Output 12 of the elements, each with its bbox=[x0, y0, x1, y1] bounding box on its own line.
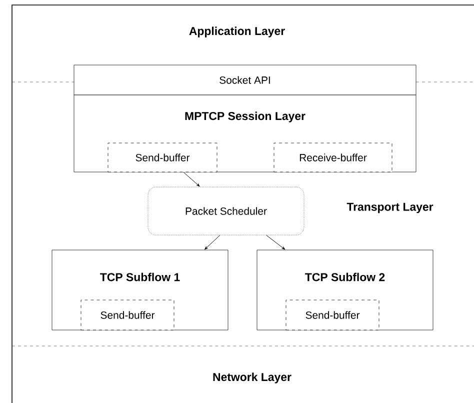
layer-label: Application Layer bbox=[189, 26, 285, 38]
layer-label: Network Layer bbox=[213, 372, 292, 384]
arrow bbox=[204, 234, 220, 250]
arrow bbox=[183, 172, 200, 187]
arrow bbox=[266, 234, 286, 250]
buffer-box: Send-buffer bbox=[108, 142, 218, 172]
buffer-box: Receive-buffer bbox=[274, 142, 392, 172]
buffer-box: Send-buffer bbox=[286, 300, 380, 330]
buffer-box: Send-buffer bbox=[80, 300, 174, 330]
layer-label: Transport Layer bbox=[346, 202, 434, 214]
socket-api-box: Socket API bbox=[74, 64, 416, 96]
scheduler-box: Packet Scheduler bbox=[148, 186, 304, 236]
